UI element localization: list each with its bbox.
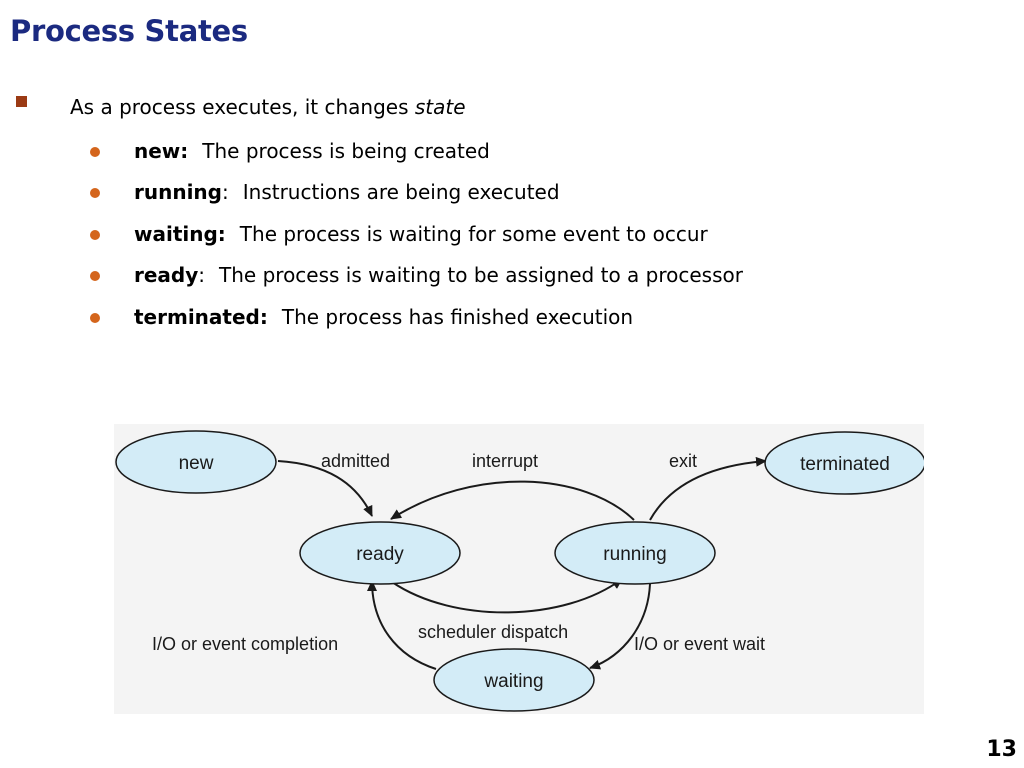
interrupt-arrow (390, 480, 635, 521)
main-bullet-emphasis: state (414, 95, 466, 119)
bullet-dot-icon (90, 188, 100, 198)
state-term: terminated: (134, 305, 268, 329)
scheduler-dispatch-arrow (391, 578, 623, 614)
state-label-new: new (179, 453, 214, 474)
transition-label-scheduler-dispatch: scheduler dispatch (418, 622, 568, 642)
list-item: new: The process is being created (90, 139, 490, 163)
list-item: ready: The process is waiting to be assi… (90, 263, 743, 287)
state-node-ready (299, 521, 461, 585)
bullet-dot-icon (90, 313, 100, 323)
list-item: running: Instructions are being executed (90, 180, 560, 204)
state-term: waiting: (134, 222, 226, 246)
transition-label-exit: exit (669, 451, 697, 471)
state-term: new: (134, 139, 189, 163)
term-colon: : (198, 263, 206, 287)
bullet-dot-icon (90, 271, 100, 281)
term-colon: : (222, 180, 229, 204)
transition-label-io-wait: I/O or event wait (634, 634, 765, 654)
bullet-dot-icon (90, 147, 100, 157)
state-description: The process has finished execution (281, 305, 634, 329)
list-item: terminated: The process has finished exe… (90, 305, 633, 329)
state-diagram-svg: new ready running terminated waiting adm… (115, 430, 926, 712)
square-bullet-icon (16, 96, 27, 107)
transition-label-interrupt: interrupt (472, 451, 538, 471)
state-node-new (115, 430, 277, 494)
main-bullet-prefix: As a process executes, it changes (70, 95, 409, 119)
state-node-waiting (433, 648, 595, 712)
state-label-running: running (603, 544, 666, 565)
state-description: The process is being created (202, 139, 490, 163)
transition-label-io-completion: I/O or event completion (152, 634, 338, 654)
process-state-diagram: new ready running terminated waiting adm… (114, 424, 926, 714)
admitted-arrow (277, 460, 373, 517)
state-description: Instructions are being executed (242, 180, 560, 204)
state-node-running (554, 521, 716, 585)
io-completion-arrow (367, 580, 437, 670)
state-label-ready: ready (356, 544, 404, 565)
state-term: ready (134, 263, 199, 287)
state-label-waiting: waiting (483, 671, 543, 692)
page-number: 13 (986, 737, 1017, 762)
transition-label-admitted: admitted (321, 451, 390, 471)
state-description: The process is waiting for some event to… (239, 222, 708, 246)
state-description: The process is waiting to be assigned to… (219, 263, 743, 287)
io-wait-arrow (589, 583, 651, 670)
state-term: running (134, 180, 222, 204)
state-label-terminated: terminated (800, 454, 890, 475)
list-item: waiting: The process is waiting for some… (90, 222, 708, 246)
main-bullet-text: As a process executes, it changes state (70, 95, 466, 119)
bullet-dot-icon (90, 230, 100, 240)
slide-title: Process States (10, 14, 248, 48)
exit-arrow (649, 456, 767, 521)
